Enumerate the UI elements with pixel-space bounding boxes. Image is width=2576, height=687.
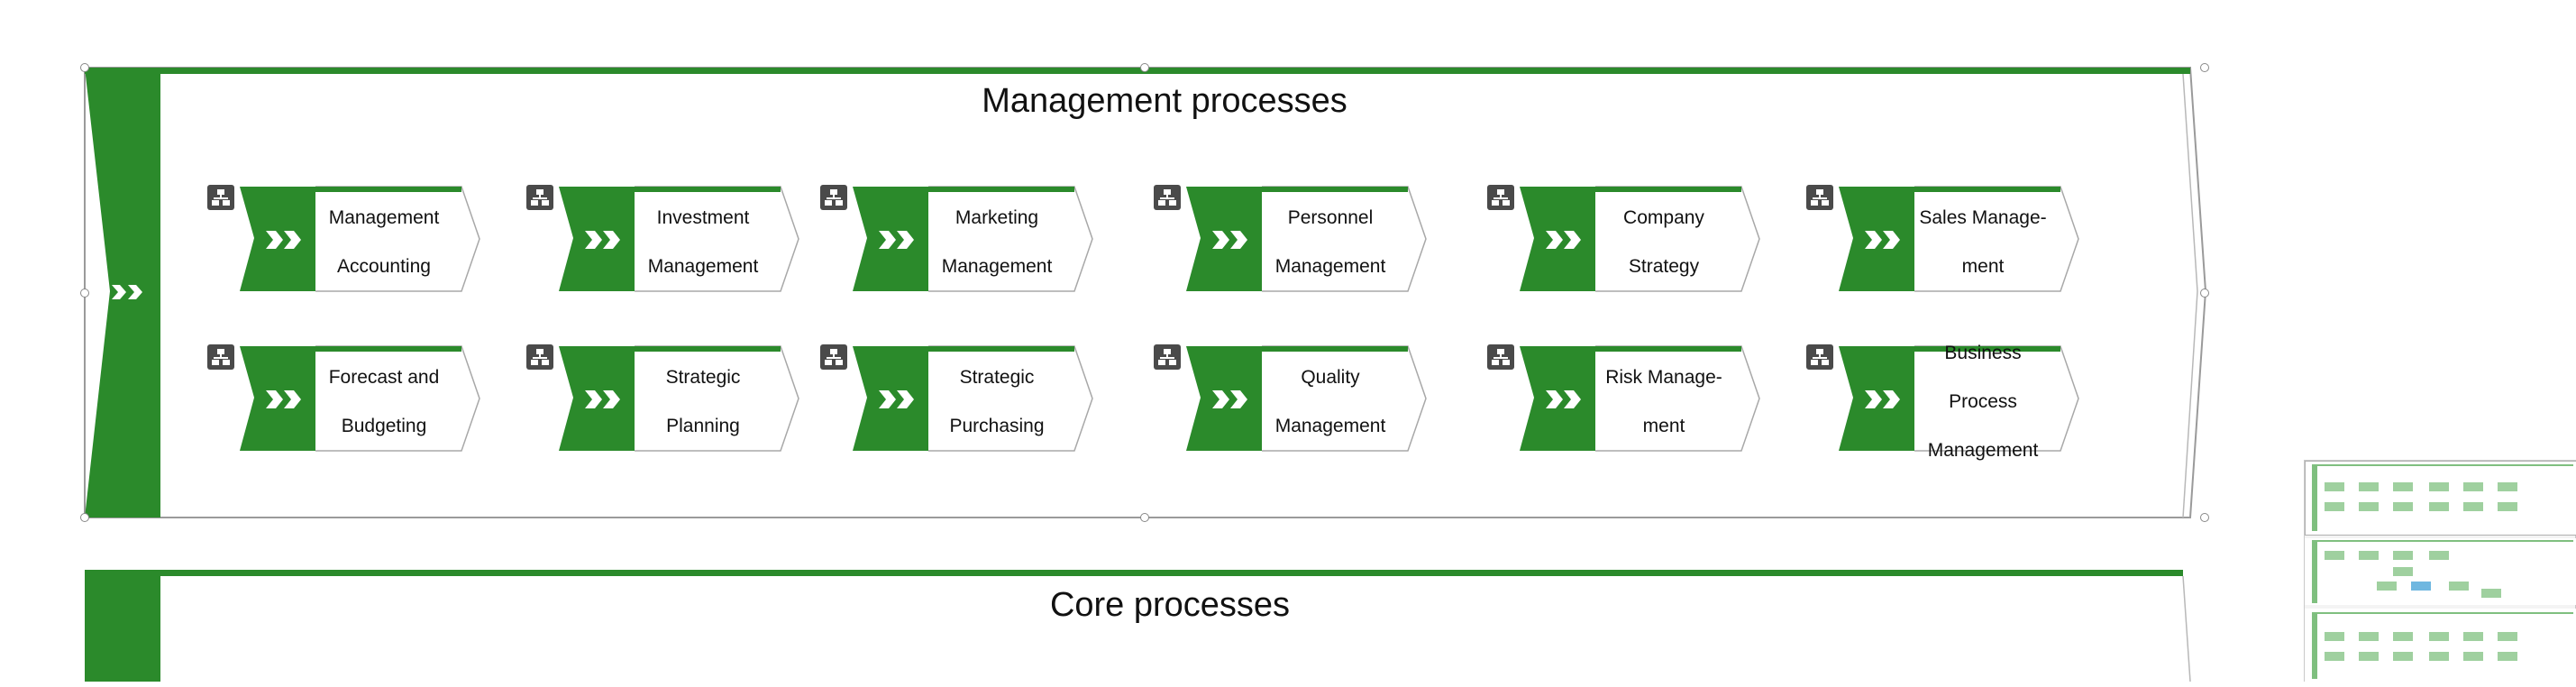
double-chevron-icon: [584, 230, 624, 250]
double-chevron-icon: [1545, 230, 1585, 250]
process-label-line: Planning: [666, 414, 740, 438]
process-label-line: Risk Manage-: [1605, 365, 1722, 389]
resize-handle[interactable]: [2200, 289, 2209, 298]
process-label-line: ment: [1643, 414, 1685, 438]
process-label-line: Strategy: [1629, 254, 1699, 279]
process-label-line: Budgeting: [342, 414, 427, 438]
resize-handle[interactable]: [1140, 63, 1149, 72]
process-label: Risk Manage-ment: [1595, 371, 1732, 431]
process-step[interactable]: Sales Manage-ment: [1839, 185, 2080, 293]
resize-handle[interactable]: [80, 63, 89, 72]
hierarchy-icon[interactable]: [1487, 185, 1514, 210]
process-label-line: Accounting: [337, 254, 431, 279]
resize-handle[interactable]: [80, 513, 89, 522]
process-label-line: Business: [1944, 341, 2021, 365]
process-label-line: Sales Manage-: [1919, 206, 2046, 230]
resize-handle[interactable]: [80, 289, 89, 298]
resize-handle[interactable]: [1140, 513, 1149, 522]
process-label-line: Strategic: [666, 365, 741, 389]
process-step[interactable]: Risk Manage-ment: [1520, 344, 1761, 453]
process-label-line: Forecast and: [329, 365, 440, 389]
lane-title: Core processes: [1050, 586, 1290, 625]
double-chevron-icon: [265, 389, 305, 409]
minimap-preview: [2305, 461, 2576, 682]
double-chevron-icon: [878, 230, 918, 250]
core-processes-lane[interactable]: Core processes: [83, 570, 2215, 682]
process-label-line: Process: [1949, 389, 2017, 414]
hierarchy-icon[interactable]: [1806, 344, 1833, 370]
process-label-line: Management: [1928, 438, 2039, 463]
hierarchy-icon[interactable]: [1154, 185, 1181, 210]
process-label-line: Company: [1623, 206, 1704, 230]
hierarchy-icon[interactable]: [526, 344, 553, 370]
double-chevron-icon: [1864, 389, 1904, 409]
process-label-line: Strategic: [960, 365, 1035, 389]
process-label-line: Purchasing: [949, 414, 1044, 438]
hierarchy-icon[interactable]: [1806, 185, 1833, 210]
hierarchy-icon[interactable]: [820, 185, 847, 210]
double-chevron-icon: [878, 389, 918, 409]
process-label-line: Management: [329, 206, 440, 230]
double-chevron-icon: [1211, 389, 1251, 409]
process-label-line: ment: [1962, 254, 2005, 279]
hierarchy-icon[interactable]: [526, 185, 553, 210]
process-label: Sales Manage-ment: [1914, 212, 2051, 271]
process-label-line: Marketing: [955, 206, 1038, 230]
process-label-line: Management: [1275, 254, 1386, 279]
resize-handle[interactable]: [2200, 63, 2209, 72]
process-label-line: Management: [648, 254, 759, 279]
hierarchy-icon[interactable]: [207, 344, 234, 370]
double-chevron-icon: [265, 230, 305, 250]
double-chevron-icon: [110, 284, 148, 300]
double-chevron-icon: [584, 389, 624, 409]
hierarchy-icon[interactable]: [1154, 344, 1181, 370]
hierarchy-icon[interactable]: [1487, 344, 1514, 370]
process-label-line: Investment: [657, 206, 750, 230]
double-chevron-icon: [1864, 230, 1904, 250]
lane-title: Management processes: [982, 82, 1347, 121]
hierarchy-icon[interactable]: [820, 344, 847, 370]
double-chevron-icon: [1545, 389, 1585, 409]
double-chevron-icon: [1211, 230, 1251, 250]
process-label-line: Management: [1275, 414, 1386, 438]
resize-handle[interactable]: [2200, 513, 2209, 522]
process-label-line: Management: [942, 254, 1053, 279]
navigation-minimap[interactable]: [2304, 460, 2576, 682]
process-label-line: Personnel: [1288, 206, 1374, 230]
hierarchy-icon[interactable]: [207, 185, 234, 210]
process-label-line: Quality: [1301, 365, 1359, 389]
